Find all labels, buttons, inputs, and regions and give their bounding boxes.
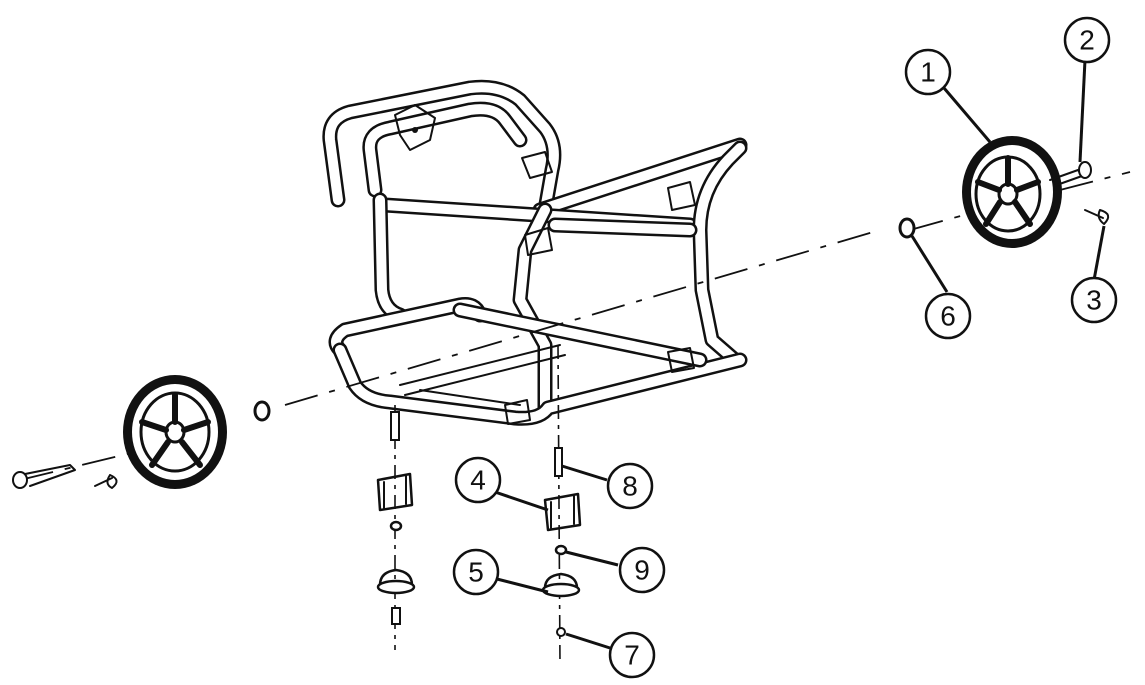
callout-3-label: 3 bbox=[1086, 285, 1102, 316]
foot-axis-right bbox=[557, 344, 561, 666]
left-foot-assembly bbox=[376, 411, 416, 625]
callout-8-label: 8 bbox=[622, 471, 638, 502]
callout-4-label: 4 bbox=[470, 465, 486, 496]
washer-part-9 bbox=[554, 544, 568, 556]
nut-part-7 bbox=[556, 627, 566, 637]
left-washer bbox=[253, 400, 271, 422]
callout-7: 7 bbox=[608, 631, 656, 679]
callout-7-label: 7 bbox=[624, 640, 640, 671]
callout-5-label: 5 bbox=[468, 557, 484, 588]
callout-3: 3 bbox=[1070, 276, 1118, 324]
rubber-foot bbox=[543, 572, 579, 590]
right-wheel bbox=[962, 136, 1062, 248]
callout-2-label: 2 bbox=[1079, 25, 1095, 56]
right-washer bbox=[898, 217, 916, 239]
callout-2: 2 bbox=[1063, 16, 1111, 64]
right-foot-assembly bbox=[541, 447, 582, 637]
callout-4: 4 bbox=[454, 456, 502, 504]
left-hitch-pin bbox=[94, 474, 118, 489]
axle-center-line bbox=[284, 229, 881, 406]
right-hitch-pin bbox=[1084, 209, 1110, 225]
axle-line-left bbox=[19, 451, 136, 481]
callout-5: 5 bbox=[452, 548, 500, 596]
right-axle-bolt bbox=[1049, 161, 1092, 187]
callout-9-label: 9 bbox=[634, 555, 650, 586]
left-axle-bolt bbox=[12, 464, 76, 489]
callout-9: 9 bbox=[618, 546, 666, 594]
callout-1-label: 1 bbox=[920, 57, 936, 88]
callout-6-label: 6 bbox=[940, 301, 956, 332]
leader-lines bbox=[492, 59, 1106, 650]
frame bbox=[322, 79, 748, 426]
callout-8: 8 bbox=[606, 462, 654, 510]
left-wheel bbox=[123, 375, 227, 489]
rubber-mount-bracket bbox=[543, 492, 582, 532]
callout-1: 1 bbox=[904, 48, 952, 96]
callout-6: 6 bbox=[924, 292, 972, 340]
